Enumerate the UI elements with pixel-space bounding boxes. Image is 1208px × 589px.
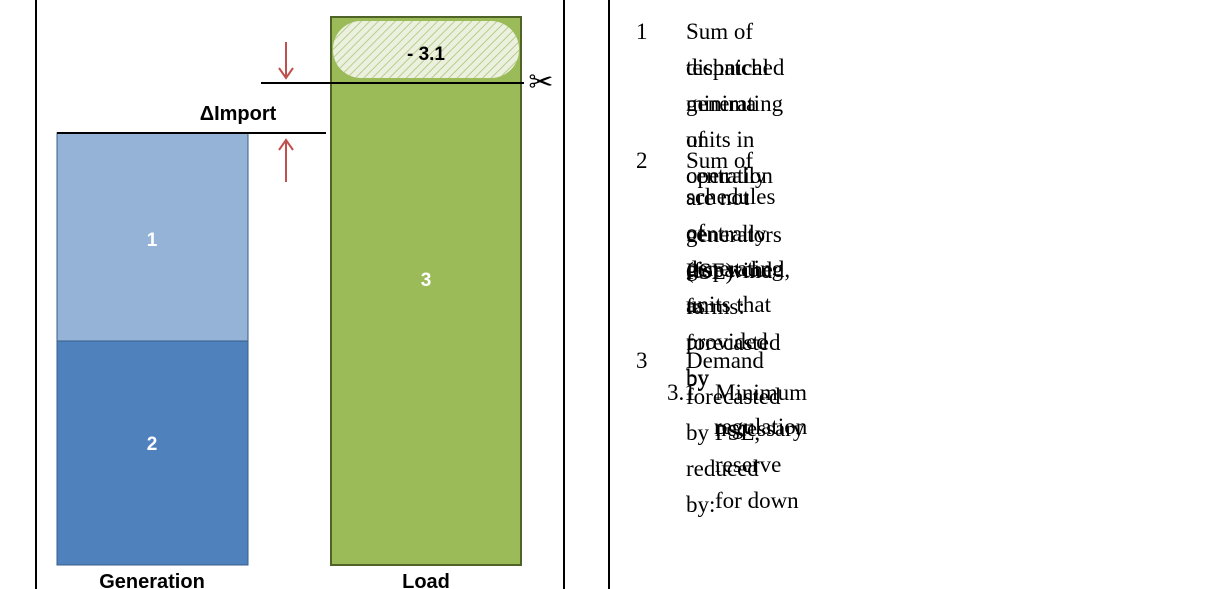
load-label: Load (402, 571, 450, 589)
generation-block-1 (56, 132, 249, 342)
legend-item-line: are not centrally dispatched, as provide… (686, 185, 791, 390)
generation-load-diagram: 1 2 - 3.1 3 ΔImport ✂ Generation Load (56, 16, 554, 589)
legend: 1 Sum of technical minima of centrally d… (612, 0, 1208, 589)
legend-item-number: 3 (636, 348, 648, 373)
block-1-label: 1 (147, 230, 158, 251)
generation-label: Generation (99, 571, 205, 589)
reserve-block-3-1 (333, 21, 519, 78)
table-border-middle-left (563, 0, 565, 589)
table-border-left (35, 0, 37, 589)
load-block-3 (330, 16, 522, 566)
legend-item-line: generators (for wind farms: forecasted b… (686, 222, 782, 391)
legend-subitem-number: 3.1 (667, 380, 696, 405)
scissors-icon: ✂ (528, 65, 553, 100)
block-3-1-label: - 3.1 (407, 44, 445, 65)
legend-subitem-line: regulation (714, 414, 808, 439)
delta-import-label: ΔImport (200, 103, 277, 125)
block-2-label: 2 (147, 434, 158, 455)
legend-item-line: Demand forecasted by PSE, reduced by: (686, 348, 781, 517)
up-arrow-icon (278, 138, 294, 182)
legend-item-line: Sum of schedules of generating units tha… (686, 148, 784, 317)
legend-item-number: 2 (636, 148, 648, 173)
block-3-label: 3 (421, 270, 432, 291)
down-arrow-icon (278, 42, 294, 80)
legend-item-line: Sum of technical minima of centrally (686, 19, 770, 188)
legend-subitem-line: Minimum necessary reserve for down (715, 380, 808, 513)
table-border-middle-right (608, 0, 610, 589)
legend-item-line: dispatched generating units in operation (686, 55, 785, 188)
legend-item-number: 1 (636, 19, 648, 44)
generation-block-2 (56, 340, 249, 566)
legend-item-line: PSE) (686, 259, 734, 284)
